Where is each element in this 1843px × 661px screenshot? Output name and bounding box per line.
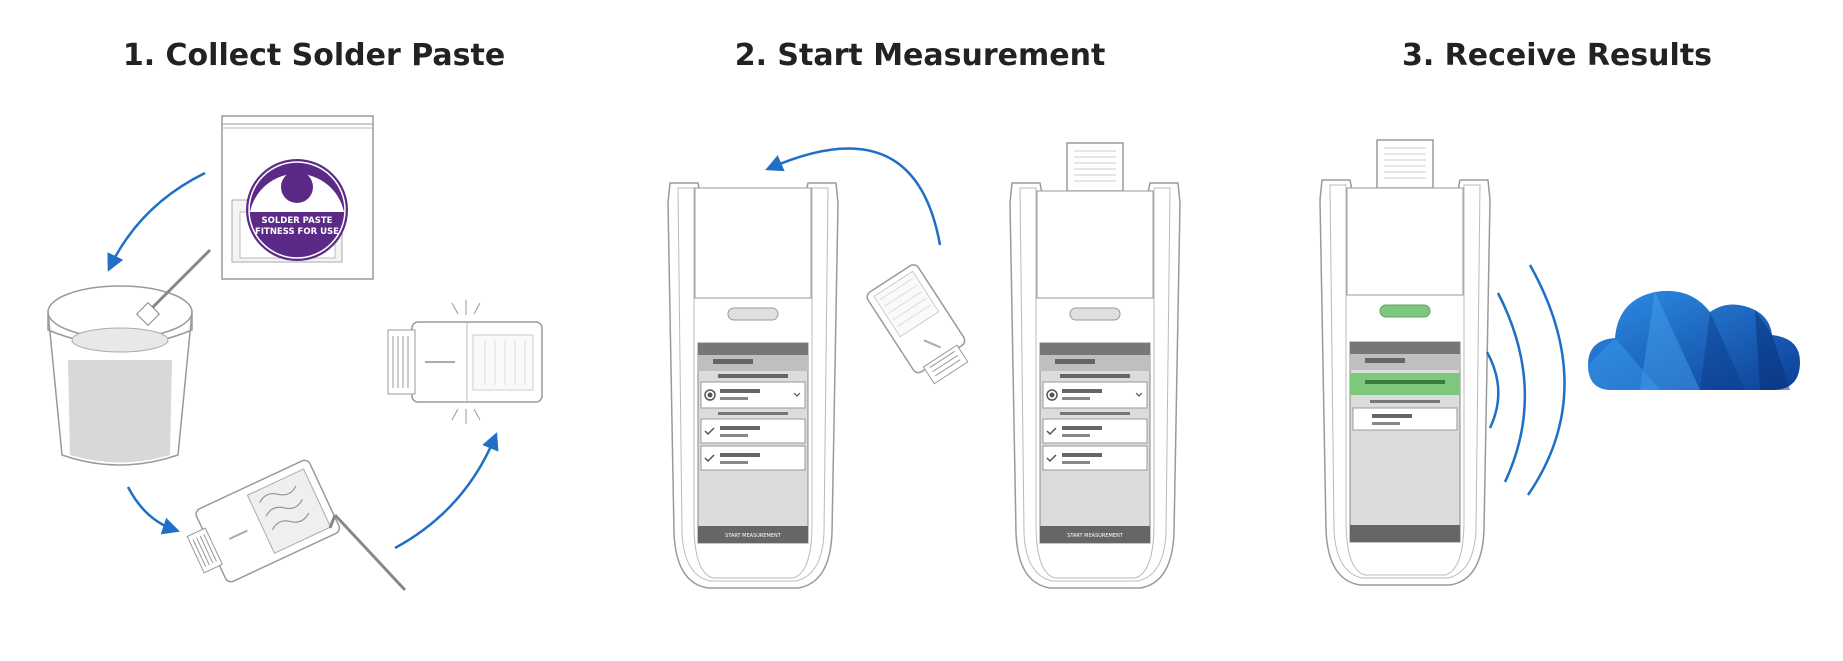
- step-2-title: 2. Start Measurement: [734, 38, 1106, 73]
- start-measurement-button: START MEASUREMENT: [1067, 533, 1124, 539]
- sample-bag: SOLDER PASTE FITNESS FOR USE: [221, 115, 374, 280]
- solder-paste-jar: [47, 248, 212, 466]
- step-1-title: 1. Collect Solder Paste: [122, 38, 506, 73]
- arrow-icon: [107, 171, 206, 272]
- measurement-device-result: [1319, 139, 1491, 586]
- device-screen: START MEASUREMENT: [1039, 342, 1151, 544]
- device-screen: START MEASUREMENT: [697, 342, 809, 544]
- sampler-cartridge: [866, 264, 969, 385]
- arrow-icon: [394, 432, 499, 550]
- start-measurement-button: START MEASUREMENT: [725, 533, 782, 539]
- wireless-signal-icon: [1485, 264, 1566, 496]
- measurement-device-open: START MEASUREMENT: [667, 182, 839, 589]
- status-indicator: [1379, 304, 1431, 318]
- sealed-sampler: [387, 300, 543, 424]
- label-line-1: SOLDER PASTE: [262, 216, 333, 226]
- cloud-icon: [1588, 290, 1800, 390]
- solder-paste-label: SOLDER PASTE FITNESS FOR USE: [246, 159, 348, 261]
- step-3-title: 3. Receive Results: [1401, 38, 1713, 73]
- arrow-icon: [765, 147, 942, 246]
- sampler-with-paste: [186, 459, 341, 583]
- measurement-device-loaded: START MEASUREMENT: [1009, 142, 1181, 589]
- device-screen: [1349, 341, 1461, 543]
- arrow-icon: [126, 486, 180, 535]
- label-line-2: FITNESS FOR USE: [255, 227, 339, 237]
